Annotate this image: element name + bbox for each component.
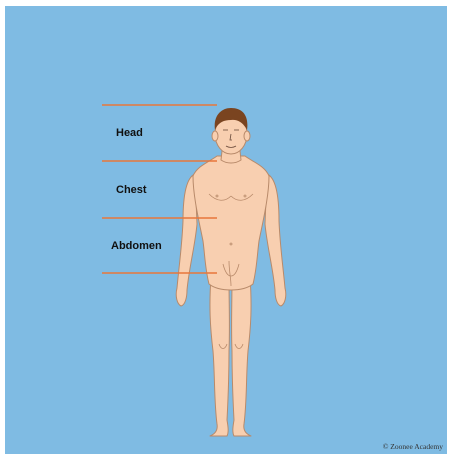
left-ear [212, 131, 218, 141]
label-head: Head [116, 127, 143, 139]
right-leg [232, 276, 251, 436]
left-arm [176, 174, 197, 306]
left-leg [210, 276, 229, 436]
diagram-panel: Head Chest Abdomen © Zoonee Academy [5, 6, 447, 454]
label-abdomen: Abdomen [111, 240, 162, 252]
human-body-figure [5, 6, 447, 454]
right-arm [265, 174, 286, 306]
right-ear [244, 131, 250, 141]
torso [193, 156, 269, 290]
body-illustration [176, 114, 286, 436]
copyright-credit: © Zoonee Academy [383, 442, 443, 451]
label-chest: Chest [116, 184, 147, 196]
